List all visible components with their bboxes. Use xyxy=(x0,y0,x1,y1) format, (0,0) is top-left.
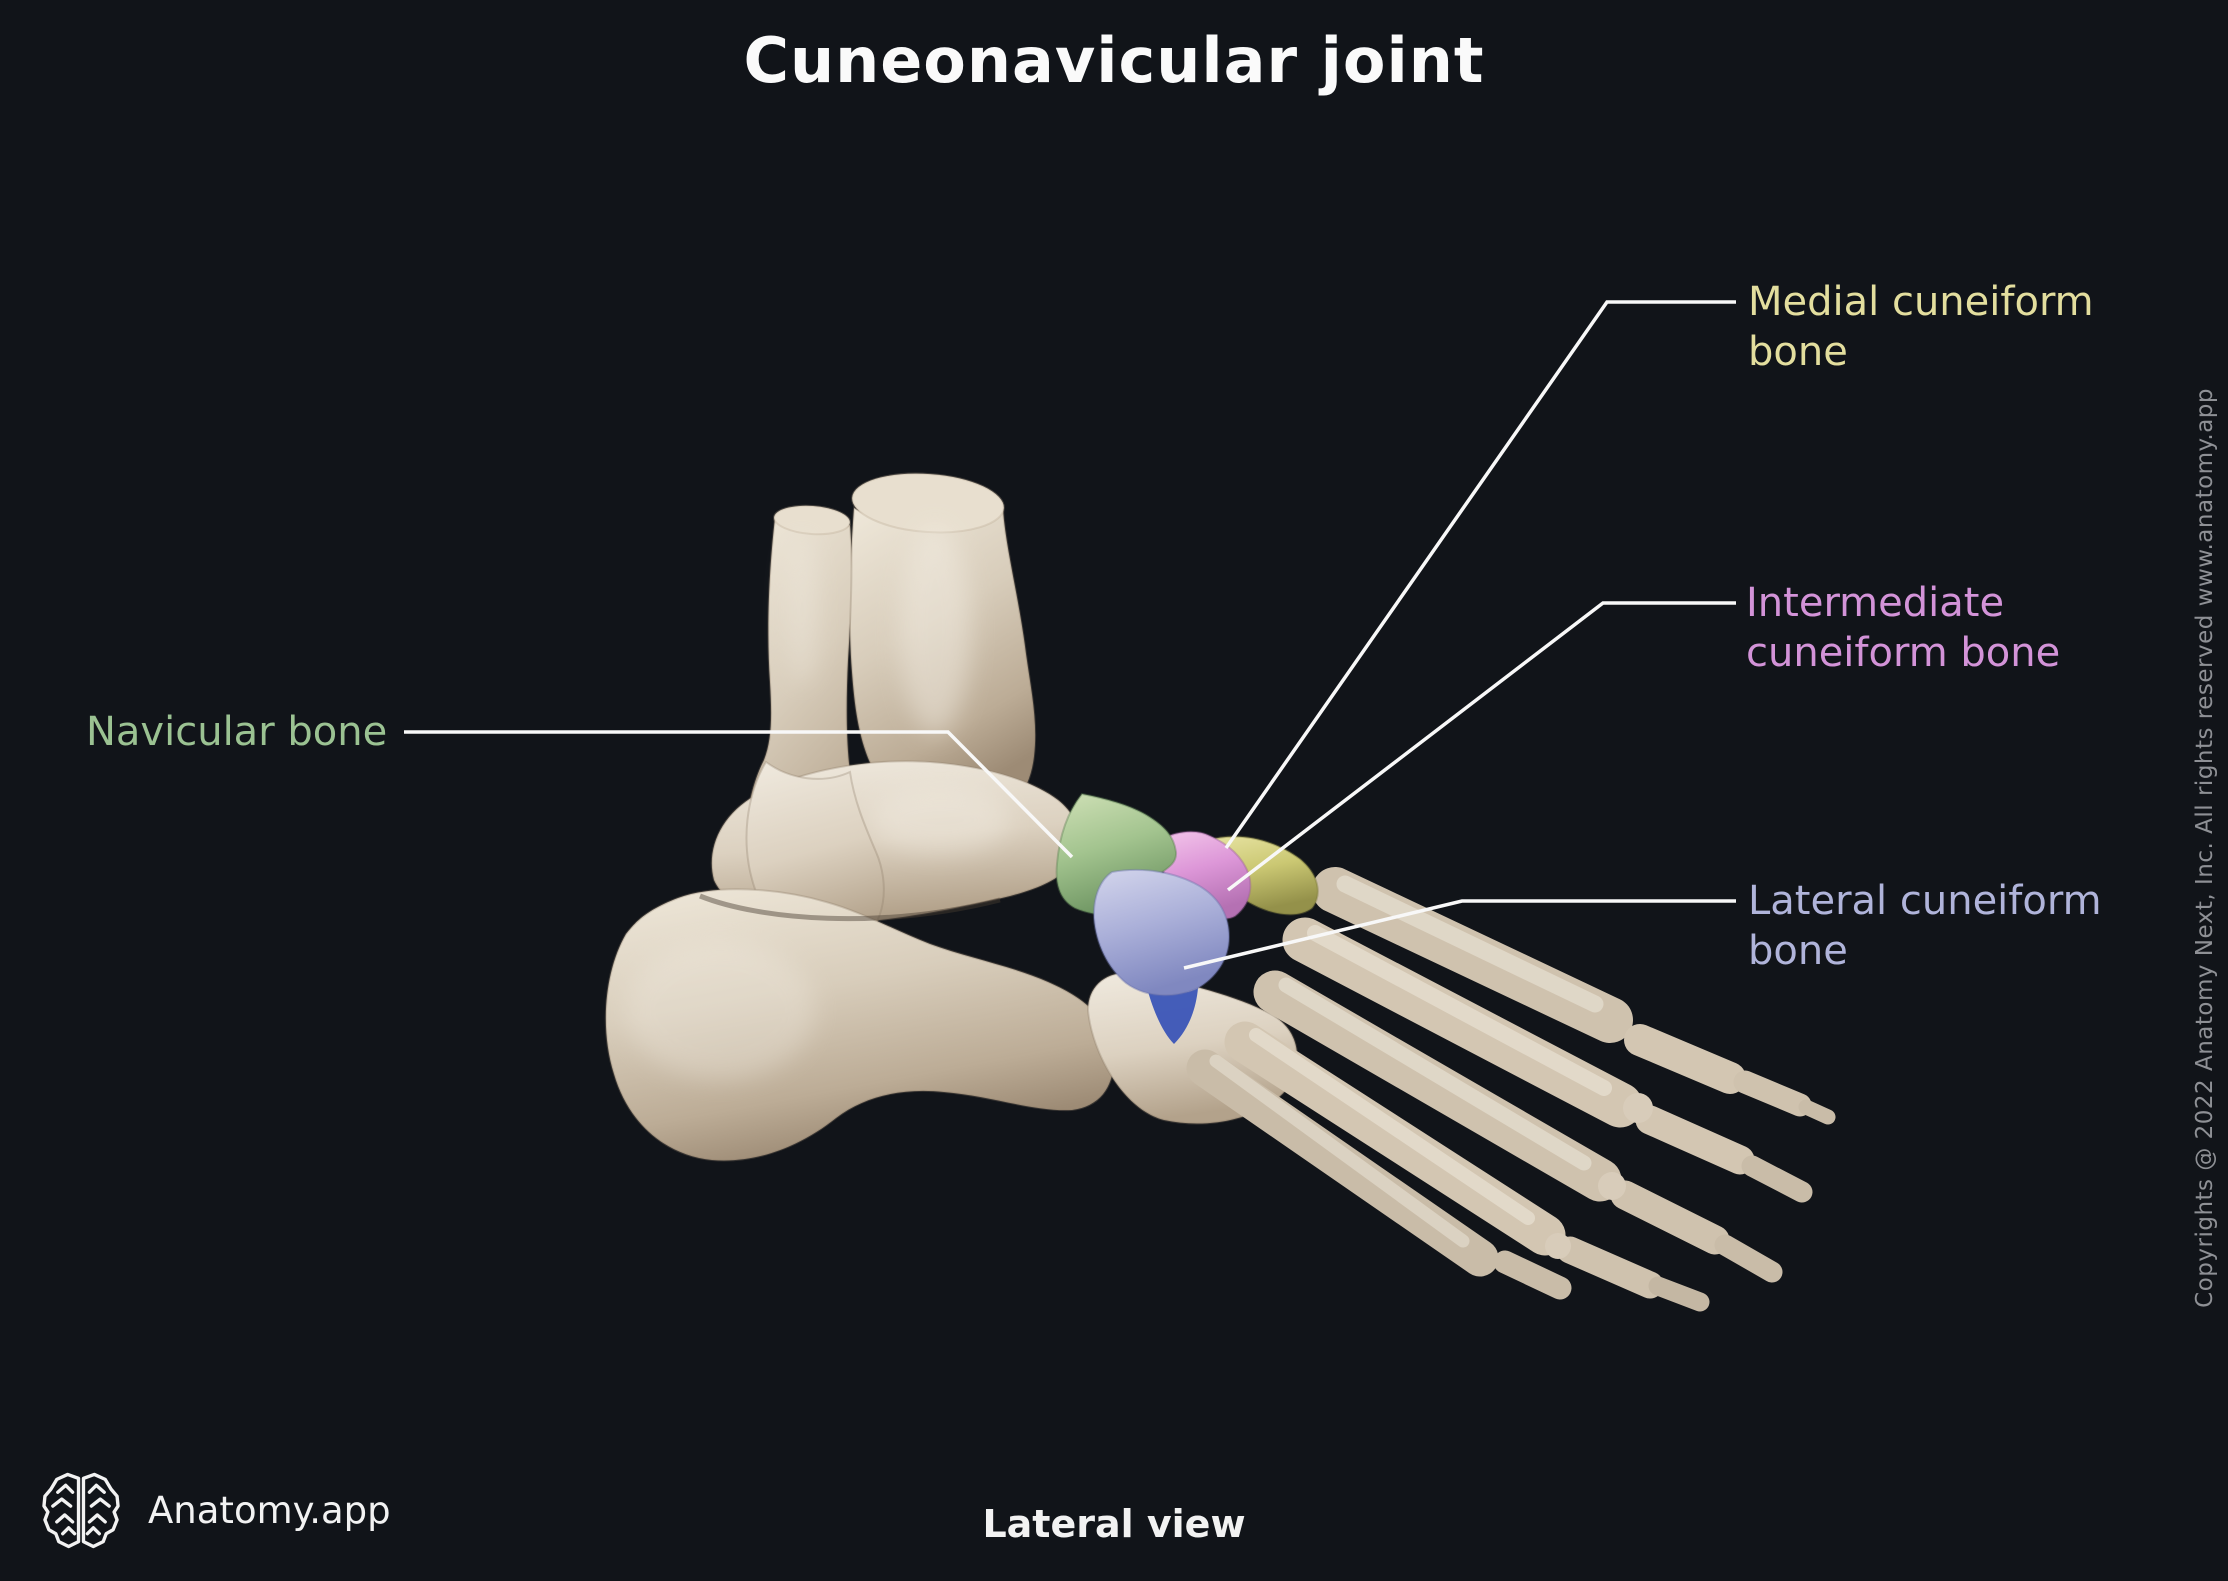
leader-line-medial-cuneiform xyxy=(1224,300,1736,850)
label-line: bone xyxy=(1748,329,1848,375)
fibula-highlight xyxy=(787,535,817,685)
toe-joint xyxy=(1623,1093,1653,1123)
fibula-cut-surface xyxy=(773,504,851,536)
toe-joint xyxy=(1545,1233,1571,1259)
phalanx xyxy=(1635,1105,1755,1175)
phalanx xyxy=(1741,1155,1813,1203)
brand-footer: Anatomy.app xyxy=(40,1470,391,1550)
metatarsal-2-highlight xyxy=(1307,925,1612,1096)
label-line: Intermediate xyxy=(1746,580,2005,626)
tarsal-bones xyxy=(604,760,1299,1162)
label-lateral-cuneiform-bone: Lateral cuneiform bone xyxy=(1748,876,2102,976)
view-label: Lateral view xyxy=(982,1502,1246,1546)
leader-line-intermediate-cuneiform xyxy=(1226,601,1736,892)
metatarsal-1-highlight xyxy=(1336,875,1604,1013)
leader-lines xyxy=(404,300,1736,970)
label-line: Navicular bone xyxy=(86,709,388,755)
talus-highlight xyxy=(870,786,1010,854)
phalanx xyxy=(1610,1180,1730,1255)
talus-calcaneus-seam xyxy=(699,893,1001,922)
metatarsal-5-highlight xyxy=(1209,1054,1470,1248)
phalanx xyxy=(1798,1099,1836,1125)
lower-leg-bones xyxy=(745,472,1037,950)
phalanx xyxy=(1493,1250,1572,1300)
metatarsal-4-highlight xyxy=(1249,1028,1535,1225)
toe-joint xyxy=(1598,1172,1626,1200)
metatarsal-bones xyxy=(1186,867,1643,1277)
metatarsal-3-highlight xyxy=(1278,977,1592,1171)
phalanx xyxy=(1556,1236,1664,1299)
label-navicular-bone: Navicular bone xyxy=(86,707,387,757)
tibia-highlight xyxy=(899,525,971,735)
label-line: bone xyxy=(1748,928,1848,974)
brand-name: Anatomy.app xyxy=(148,1488,391,1532)
phalanx xyxy=(1624,1024,1746,1094)
label-line: Lateral cuneiform xyxy=(1748,878,2102,924)
leader-line-lateral-cuneiform xyxy=(1183,899,1736,970)
leader-line-navicular xyxy=(404,730,1074,859)
highlighted-bones xyxy=(1055,792,1319,1044)
lateral-cuneiform-deep-part xyxy=(1146,984,1198,1044)
label-intermediate-cuneiform-bone: Intermediate cuneiform bone xyxy=(1746,578,2060,678)
phalanx xyxy=(1733,1070,1812,1117)
label-line: cuneiform bone xyxy=(1746,630,2061,676)
toe-bones xyxy=(1493,1024,1836,1312)
calcaneus-highlight xyxy=(625,940,815,1080)
brain-logo-icon xyxy=(42,1472,120,1549)
label-line: Medial cuneiform xyxy=(1748,279,2094,325)
phalanx xyxy=(1714,1234,1783,1283)
phalanx xyxy=(1648,1276,1710,1312)
label-medial-cuneiform-bone: Medial cuneiform bone xyxy=(1748,277,2094,377)
page-title: Cuneonavicular joint xyxy=(743,24,1485,97)
copyright-text: Copyrights @ 2022 Anatomy Next, Inc. All… xyxy=(2192,388,2218,1308)
